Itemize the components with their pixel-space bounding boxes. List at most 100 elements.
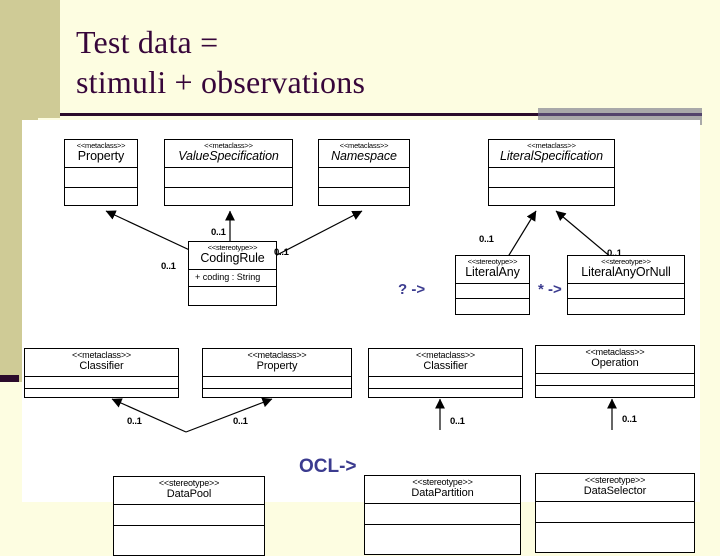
uml-stereotype: <<stereotype>> (158, 478, 220, 488)
uml-operations-compartment (456, 299, 529, 313)
uml-header: <<stereotype>> DataPool (114, 477, 264, 505)
uml-stereotype: <<metaclass>> (416, 350, 475, 360)
uml-stereotype: <<metaclass>> (339, 141, 389, 150)
uml-box-namespace[interactable]: <<metaclass>> Namespace (318, 139, 410, 206)
uml-attributes-compartment (568, 284, 684, 299)
uml-attributes-compartment (489, 168, 614, 188)
uml-header: <<metaclass>> Property (65, 140, 137, 168)
uml-class-name: Property (77, 149, 125, 164)
uml-box-valuespecification[interactable]: <<metaclass>> ValueSpecification (164, 139, 293, 206)
annotation-star-arrow: * -> (538, 281, 562, 298)
uml-box-datapool[interactable]: <<stereotype>> DataPool (113, 476, 265, 556)
uml-stereotype: <<stereotype>> (601, 257, 651, 266)
uml-stereotype: <<metaclass>> (76, 141, 126, 150)
multiplicity-literalanyornull: 0..1 (607, 248, 622, 259)
uml-stereotype: <<metaclass>> (585, 347, 645, 357)
uml-class-name: LiteralAny (465, 265, 520, 280)
uml-attributes-compartment (65, 168, 137, 188)
uml-class-name: Namespace (331, 149, 397, 164)
uml-operations-compartment (536, 523, 694, 541)
uml-stereotype: <<metaclass>> (247, 350, 307, 360)
uml-box-property-bottom[interactable]: <<metaclass>> Property (202, 348, 352, 398)
uml-class-name: DataPartition (411, 486, 474, 499)
uml-stereotype: <<stereotype>> (207, 243, 258, 252)
uml-box-literalany[interactable]: <<stereotype>> LiteralAny (455, 255, 530, 315)
uml-operations-compartment (319, 188, 409, 205)
uml-stereotype: <<metaclass>> (204, 141, 253, 150)
multiplicity-datapartition: 0..1 (450, 416, 465, 427)
uml-class-name: Property (256, 359, 298, 372)
uml-header: <<metaclass>> Namespace (319, 140, 409, 168)
uml-attributes-compartment (114, 505, 264, 526)
multiplicity-dataselector: 0..1 (622, 414, 637, 425)
multiplicity-datapool-right: 0..1 (233, 416, 248, 427)
multiplicity-literalany: 0..1 (479, 234, 494, 245)
uml-operations-compartment (114, 526, 264, 544)
uml-stereotype: <<metaclass>> (527, 141, 576, 150)
uml-header: <<stereotype>> LiteralAny (456, 256, 529, 284)
left-decorative-dash (0, 375, 19, 382)
uml-class-name: LiteralSpecification (500, 149, 603, 164)
uml-box-classifier-1[interactable]: <<metaclass>> Classifier (24, 348, 179, 398)
uml-operations-compartment (369, 389, 522, 400)
uml-header: <<metaclass>> Classifier (25, 349, 178, 377)
uml-stereotype: <<stereotype>> (467, 257, 518, 266)
page-title-line-1: Test data = (76, 24, 219, 60)
uml-attributes-compartment (25, 377, 178, 389)
uml-attributes-compartment (203, 377, 351, 389)
uml-stereotype: <<stereotype>> (584, 475, 646, 485)
uml-operations-compartment (536, 386, 694, 398)
header-rule-line (60, 113, 702, 116)
uml-attributes-compartment (365, 504, 520, 525)
uml-class-name: LiteralAnyOrNull (581, 265, 671, 280)
uml-operations-compartment (189, 287, 276, 300)
uml-stereotype: <<metaclass>> (72, 350, 131, 360)
uml-attributes-compartment (165, 168, 292, 188)
uml-box-classifier-2[interactable]: <<metaclass>> Classifier (368, 348, 523, 398)
uml-header: <<stereotype>> DataSelector (536, 474, 694, 502)
multiplicity-codingrule-right: 0..1 (274, 247, 289, 258)
uml-box-literalspecification[interactable]: <<metaclass>> LiteralSpecification (488, 139, 615, 206)
uml-header: <<metaclass>> Operation (536, 346, 694, 374)
uml-operations-compartment (489, 188, 614, 205)
uml-attributes-compartment (536, 374, 694, 386)
annotation-question-arrow: ? -> (398, 281, 426, 298)
uml-header: <<stereotype>> LiteralAnyOrNull (568, 256, 684, 284)
uml-class-name: CodingRule (200, 251, 265, 266)
uml-header: <<metaclass>> LiteralSpecification (489, 140, 614, 168)
multiplicity-codingrule-top: 0..1 (211, 227, 226, 238)
uml-header: <<metaclass>> Classifier (369, 349, 522, 377)
uml-attributes-compartment (319, 168, 409, 188)
uml-stereotype: <<stereotype>> (412, 477, 473, 487)
uml-attribute-coding: + coding : String (189, 270, 276, 287)
page-title-line-2: stimuli + observations (76, 64, 366, 101)
multiplicity-datapool-left: 0..1 (127, 416, 142, 427)
uml-operations-compartment (568, 299, 684, 313)
uml-header: <<stereotype>> CodingRule (189, 242, 276, 270)
uml-box-dataselector[interactable]: <<stereotype>> DataSelector (535, 473, 695, 553)
uml-attributes-compartment (369, 377, 522, 389)
uml-attributes-compartment (536, 502, 694, 523)
uml-class-name: Classifier (423, 359, 468, 372)
uml-box-operation[interactable]: <<metaclass>> Operation (535, 345, 695, 398)
uml-class-name: Classifier (79, 359, 124, 372)
uml-class-name: DataPool (166, 487, 212, 500)
uml-box-datapartition[interactable]: <<stereotype>> DataPartition (364, 475, 521, 555)
uml-box-literalanyornull[interactable]: <<stereotype>> LiteralAnyOrNull (567, 255, 685, 315)
uml-class-name: DataSelector (583, 484, 647, 497)
uml-header: <<metaclass>> ValueSpecification (165, 140, 292, 168)
multiplicity-codingrule-left: 0..1 (161, 261, 176, 272)
uml-class-name: ValueSpecification (178, 149, 279, 164)
page-title: Test data = stimuli + observations (76, 22, 546, 103)
uml-box-property-top[interactable]: <<metaclass>> Property (64, 139, 138, 206)
left-decorative-notch (38, 0, 60, 118)
uml-header: <<stereotype>> DataPartition (365, 476, 520, 504)
uml-header: <<metaclass>> Property (203, 349, 351, 377)
uml-attributes-compartment (456, 284, 529, 299)
uml-class-name: Operation (591, 356, 639, 369)
uml-operations-compartment (65, 188, 137, 205)
uml-operations-compartment (165, 188, 292, 205)
uml-operations-compartment (203, 389, 351, 400)
uml-box-codingrule[interactable]: <<stereotype>> CodingRule + coding : Str… (188, 241, 277, 306)
annotation-ocl-arrow: OCL-> (299, 456, 357, 477)
